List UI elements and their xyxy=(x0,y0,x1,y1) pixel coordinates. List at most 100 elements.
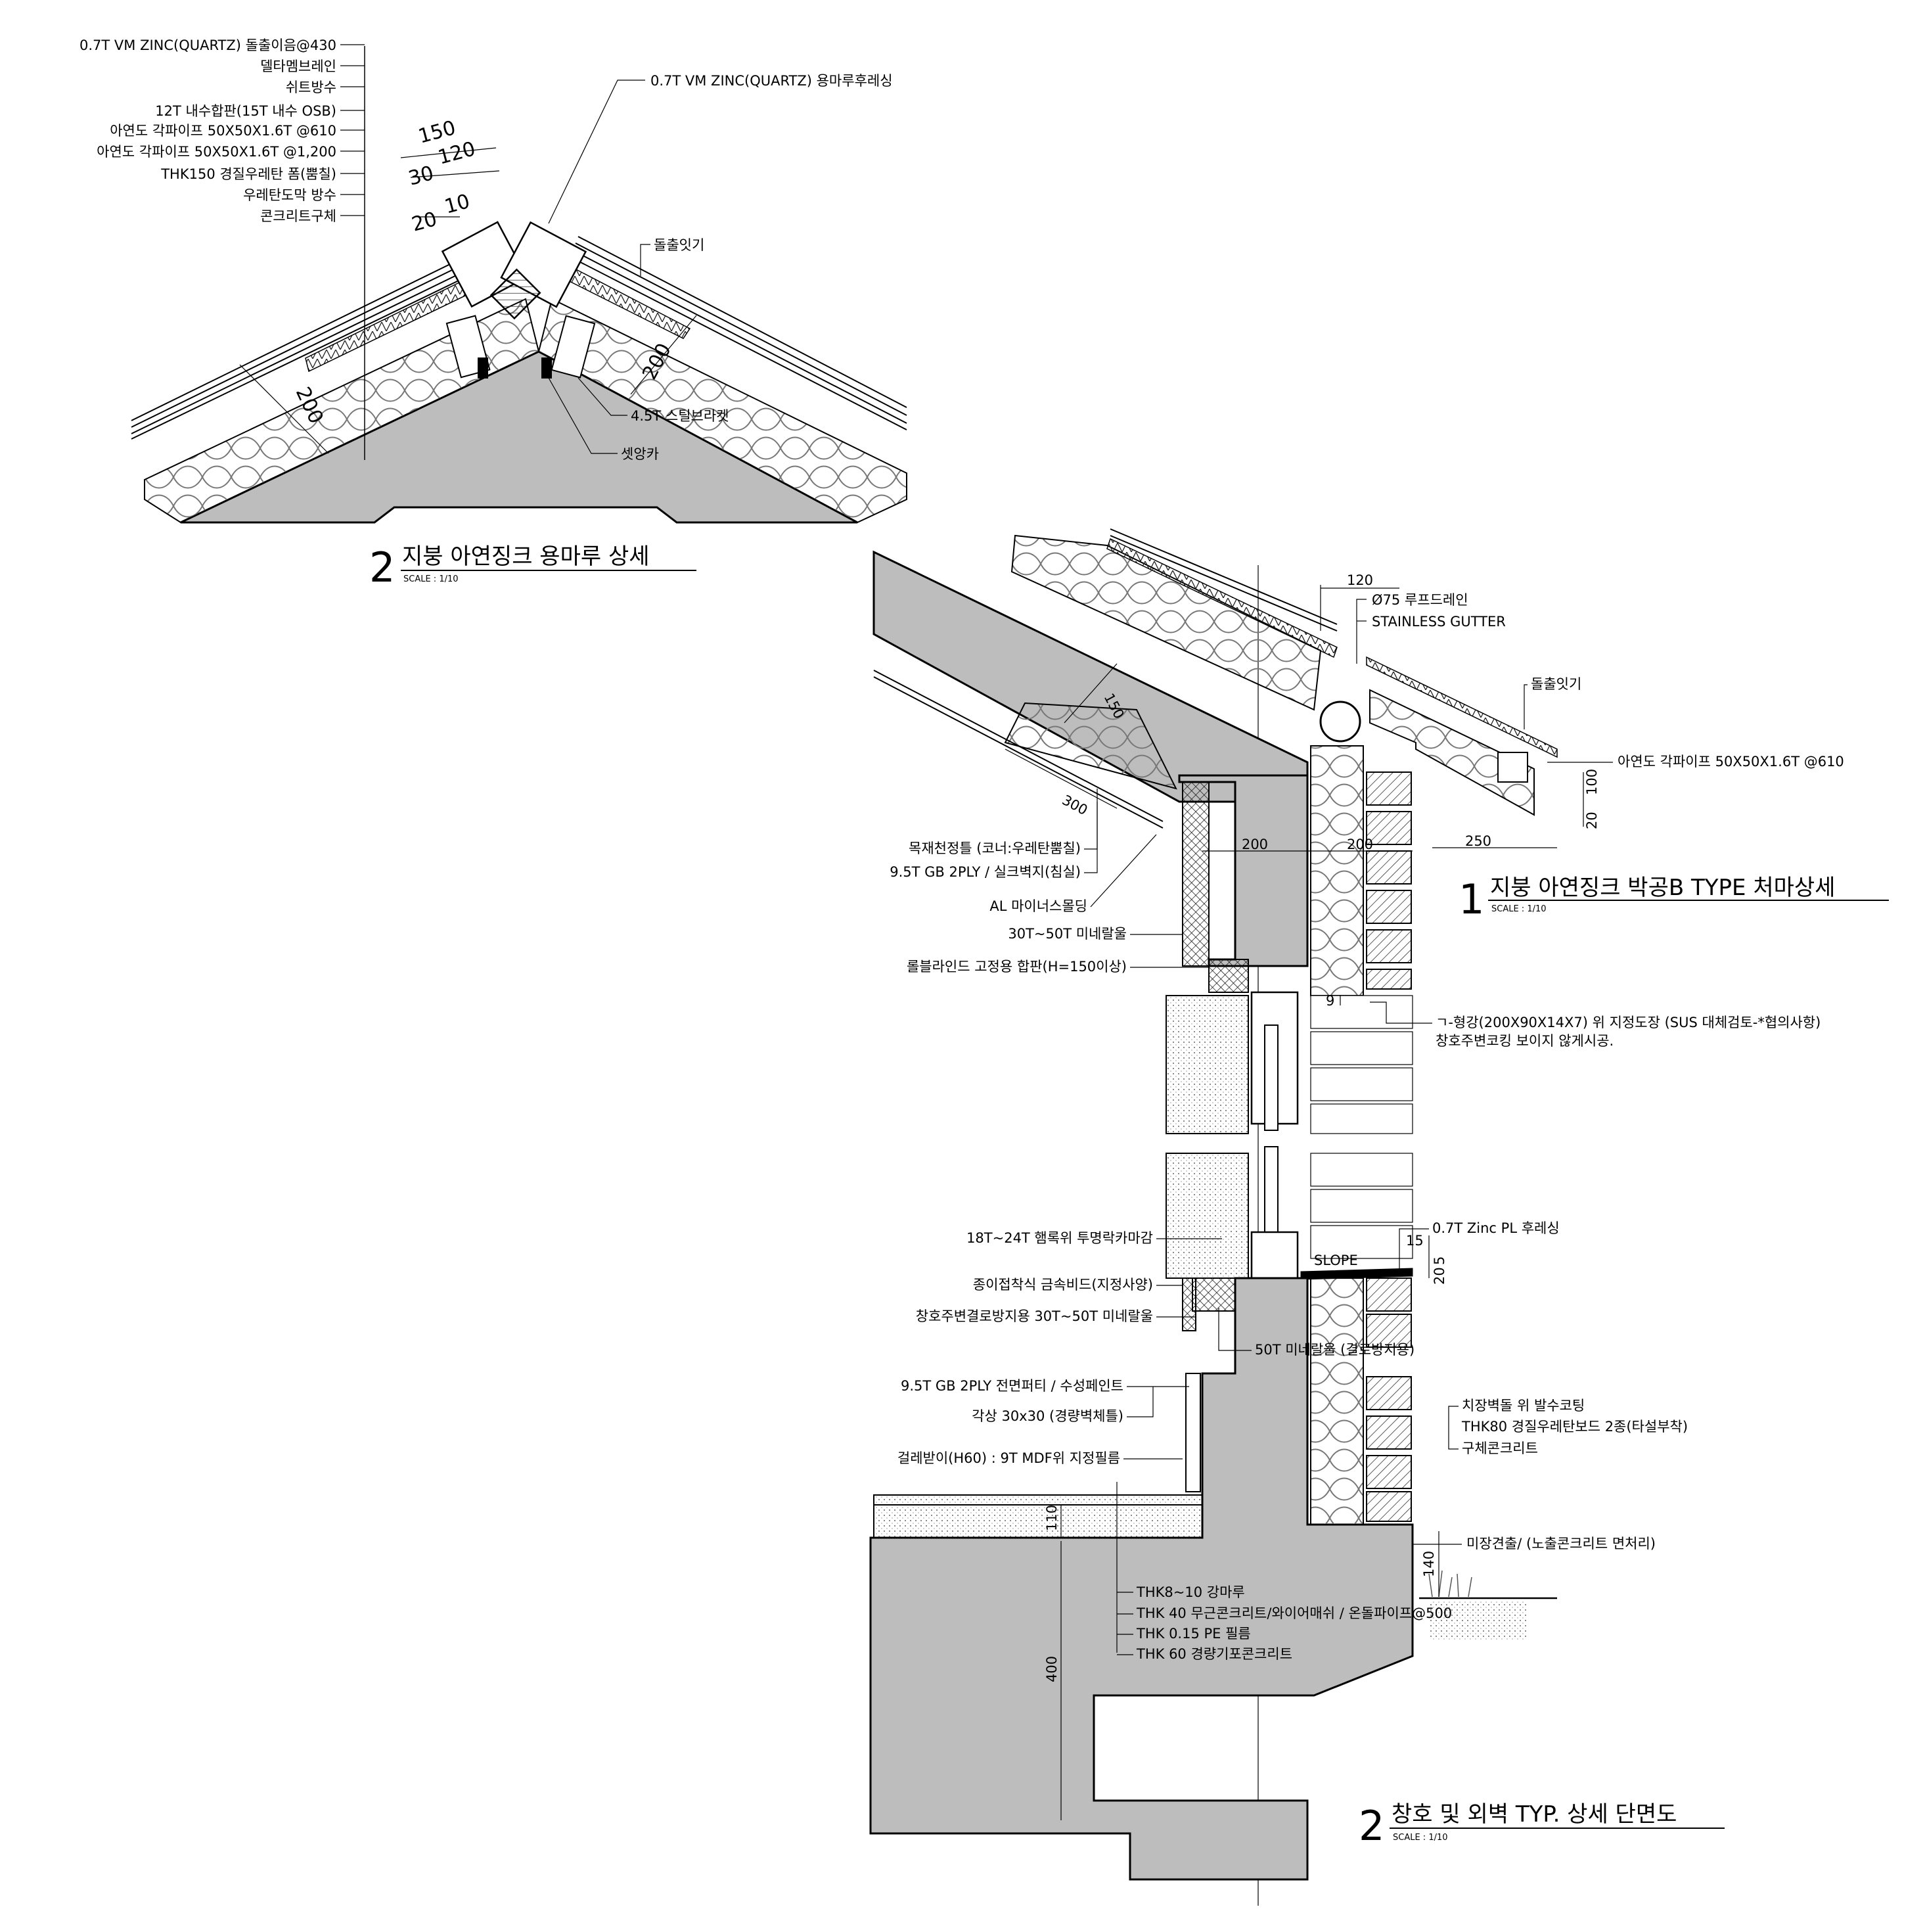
left-label-7: 창호주변결로방지용 30T~50T 미네랄울 xyxy=(916,1308,1153,1324)
eave-detail: 120 Ø75 루프드레인 STAINLESS GUTTER 돌출잇기 아연도 … xyxy=(1005,572,1889,923)
wall-label-1: THK80 경질우레탄보드 2종(타설부착) xyxy=(1461,1419,1688,1435)
section-left-leaders xyxy=(1084,789,1222,1460)
ridge-layer-4: 아연도 각파이프 50X50X1.6T @610 xyxy=(110,123,336,139)
wall-face-bricks-upper xyxy=(1366,771,1412,990)
ridge-scale: SCALE : 1/10 xyxy=(403,574,459,584)
slope-label: SLOPE xyxy=(1314,1253,1358,1268)
section-detail: 목재천정틀 (코너:우레탄뿜칠) 9.5T GB 2PLY / 실크벽지(침실)… xyxy=(869,528,1821,1906)
jamb-mineral-wool xyxy=(1182,1277,1196,1331)
eave-dim-250: 250 xyxy=(1465,833,1491,849)
ridge-dimension-lines xyxy=(239,147,697,454)
floor-label-2: THK 0.15 PE 필름 xyxy=(1136,1626,1251,1642)
left-label-8: 9.5T GB 2PLY 전면퍼티 / 수성페인트 xyxy=(901,1378,1123,1394)
ridge-layer-2: 쉬트방수 xyxy=(286,80,336,95)
ridge-layer-1: 델타멤브레인 xyxy=(260,58,336,74)
lintel-note-1: 창호주변코킹 보이지 않게시공. xyxy=(1436,1033,1614,1049)
ridge-anchor-label: 셋앙카 xyxy=(621,446,659,462)
left-label-4: 롤블라인드 고정용 합판(H=150이상) xyxy=(907,959,1127,975)
mineral-50-leader xyxy=(1218,1308,1252,1351)
eave-scale: SCALE : 1/10 xyxy=(1491,904,1547,914)
ridge-layer-5: 아연도 각파이프 50X50X1.6T @1,200 xyxy=(97,144,336,160)
ridge-layer-8: 콘크리트구체 xyxy=(260,208,336,224)
ridge-seam-leader xyxy=(640,244,650,276)
lintel-leader xyxy=(1370,1001,1432,1024)
eave-pipe xyxy=(1497,752,1528,783)
section-dim-9: 9 xyxy=(1326,993,1334,1009)
eave-seam-label: 돌출잇기 xyxy=(1531,676,1581,692)
floor-labels-leader xyxy=(1116,1482,1133,1655)
window-frame-sill xyxy=(1250,1231,1299,1279)
section-dim-140: 140 xyxy=(1421,1551,1437,1577)
wall-face-bricks-lower xyxy=(1366,1277,1412,1522)
ground-grass xyxy=(1428,1570,1472,1598)
section-dim-15: 15 xyxy=(1406,1233,1424,1249)
section-dim-110: 110 xyxy=(1044,1505,1060,1531)
ridge-dim-30: 30 xyxy=(406,162,436,191)
section-dim-20: 20 xyxy=(1432,1267,1447,1285)
plaster-label: 미장견출/ (노출콘크리트 면처리) xyxy=(1466,1536,1656,1552)
floor-build-up xyxy=(873,1494,1203,1538)
ridge-layer-3: 12T 내수합판(15T 내수 OSB) xyxy=(155,103,336,119)
left-label-10: 걸레받이(H60) : 9T MDF위 지정필름 xyxy=(897,1450,1120,1466)
window-head-wall-left xyxy=(1166,995,1249,1134)
stainless-gutter xyxy=(1319,701,1361,743)
roof-insulation xyxy=(1010,534,1322,711)
ridge-layer-6: THK150 경질우레탄 폼(뿜칠) xyxy=(160,166,336,182)
wall-label-0: 치장벽돌 위 발수코팅 xyxy=(1462,1398,1585,1414)
ridge-title: 지붕 아연징크 용마루 상세 xyxy=(402,543,650,570)
ridge-cap-flashing xyxy=(441,221,587,320)
ground-soil xyxy=(1429,1600,1528,1640)
ridge-zinc-layers-left xyxy=(131,246,499,440)
window-glass-upper xyxy=(1264,1024,1279,1131)
eave-drain-label: Ø75 루프드레인 xyxy=(1372,592,1468,608)
blind-plywood xyxy=(1208,959,1249,993)
roof-zinc-top xyxy=(1106,538,1338,658)
eave-dim-120: 120 xyxy=(1347,572,1373,588)
ridge-layer-7: 우레탄도막 방수 xyxy=(243,187,336,203)
eave-title-number: 1 xyxy=(1459,875,1484,923)
eave-pipe-label: 아연도 각파이프 50X50X1.6T @610 xyxy=(1618,754,1844,770)
left-label-2: AL 마이너스몰딩 xyxy=(989,898,1087,914)
eave-zinc-roof xyxy=(1366,656,1558,758)
lower-wall-gb xyxy=(1185,1373,1201,1492)
section-dim-lines xyxy=(1060,996,1439,1820)
sill-zinc-flashing xyxy=(1300,1268,1413,1280)
window-sill-wall-left xyxy=(1166,1153,1249,1279)
eave-dim-200b: 200 xyxy=(1347,837,1373,852)
eave-title: 지붕 아연징크 박공B TYPE 처마상세 xyxy=(1490,875,1835,901)
eave-dim-20: 20 xyxy=(1584,812,1600,829)
floor-label-1: THK 40 무근콘크리트/와이어매쉬 / 온돌파이프@500 xyxy=(1136,1605,1452,1621)
sill-mineral-wool xyxy=(1192,1277,1236,1312)
ridge-dim-20: 20 xyxy=(409,208,440,237)
zinc-flashing-label: 0.7T Zinc PL 후레싱 xyxy=(1432,1220,1560,1236)
left-label-1: 9.5T GB 2PLY / 실크벽지(침실) xyxy=(890,864,1081,880)
ridge-insulation-right xyxy=(537,298,907,524)
eave-dim-100: 100 xyxy=(1584,769,1600,795)
left-label-5: 18T~24T 햄록위 투명락카마감 xyxy=(966,1230,1153,1246)
roof-cladding-lines xyxy=(873,528,1338,829)
ridge-layer-0: 0.7T VM ZINC(QUARTZ) 돌출이음@430 xyxy=(79,37,336,53)
ridge-brackets xyxy=(445,315,596,379)
ridge-bracket-leader xyxy=(578,377,627,416)
wall-label-2: 구체콘크리트 xyxy=(1462,1440,1538,1456)
lower-wall-urethane xyxy=(1310,1277,1364,1525)
section-dim-400: 400 xyxy=(1044,1656,1060,1682)
ridge-zinc-layers-right xyxy=(568,236,907,430)
ridge-flashing-label: 0.7T VM ZINC(QUARTZ) 용마루후레싱 xyxy=(650,73,893,89)
eave-leaders xyxy=(1005,585,1613,852)
ridge-dim-10: 10 xyxy=(442,190,472,219)
left-label-9: 각상 30x30 (경량벽체틀) xyxy=(972,1408,1123,1424)
floor-label-0: THK8~10 강마루 xyxy=(1136,1584,1245,1600)
window-brick-joints-upper xyxy=(1310,995,1413,1134)
ridge-layer-leaders xyxy=(340,44,365,216)
upper-wall-mineral-wool xyxy=(1182,781,1210,967)
ridge-title-number: 2 xyxy=(369,543,395,591)
section-title: 창호 및 외벽 TYP. 상세 단면도 xyxy=(1392,1801,1677,1828)
ridge-seam-label: 돌출잇기 xyxy=(654,237,704,253)
mineral-50-label: 50T 미네랄울 (결로방지용) xyxy=(1255,1342,1415,1358)
eave-gutter-label: STAINLESS GUTTER xyxy=(1372,614,1506,630)
zinc-flashing-leader xyxy=(1399,1228,1429,1272)
ridge-bracket-label: 4.5T 스틸브라켓 xyxy=(631,408,729,424)
roof-underside-insulation xyxy=(1004,702,1177,790)
